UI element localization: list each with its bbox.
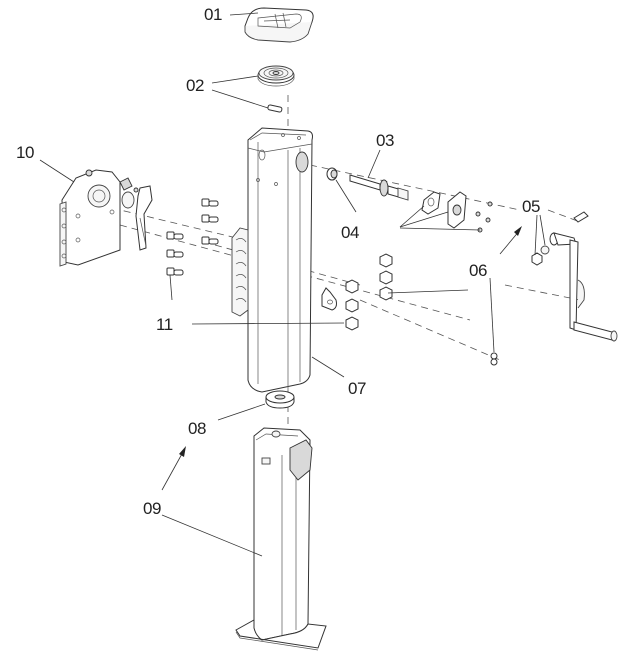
- part-04-plate-1[interactable]: [421, 191, 441, 215]
- part-05-fasteners[interactable]: [531, 211, 589, 266]
- part-04-screws[interactable]: [475, 201, 493, 233]
- label-09: 09: [143, 499, 161, 518]
- label-02: 02: [186, 76, 204, 95]
- part-04-plate-2[interactable]: [447, 191, 467, 229]
- part-11-bolts[interactable]: [166, 198, 219, 276]
- part-labels: 01 02 03 04 05 06 07 08 09 10 11: [16, 5, 540, 518]
- arrow-head-icon: [514, 226, 522, 236]
- label-11: 11: [156, 315, 173, 334]
- label-03: 03: [376, 131, 394, 150]
- part-02-bearing[interactable]: [257, 65, 295, 87]
- part-11-tab-bracket: [321, 287, 337, 311]
- assembly-arrows: [161, 226, 522, 491]
- leader-lines: [39, 12, 546, 557]
- part-02-pin[interactable]: [267, 104, 283, 113]
- part-10-bracket[interactable]: [59, 169, 121, 267]
- part-07-outer-tube[interactable]: [247, 127, 313, 393]
- part-01-top-cap[interactable]: [244, 7, 314, 43]
- label-08: 08: [188, 419, 206, 438]
- label-01: 01: [204, 5, 222, 24]
- part-08-washer[interactable]: [265, 390, 295, 409]
- part-04-bushing[interactable]: [326, 167, 338, 181]
- assembly-axes: [111, 95, 581, 430]
- label-07: 07: [348, 379, 366, 398]
- part-03-drive-shaft[interactable]: [349, 174, 409, 201]
- label-06: 06: [469, 261, 487, 280]
- part-07-rack-plate: [231, 227, 249, 317]
- part-09-inner-leg[interactable]: [235, 427, 327, 651]
- label-05: 05: [522, 197, 540, 216]
- label-10: 10: [16, 143, 34, 162]
- part-10-lever[interactable]: [119, 177, 153, 251]
- part-11-nuts[interactable]: [345, 253, 393, 331]
- part-06-clip[interactable]: [490, 352, 498, 366]
- arrow-head-icon: [179, 446, 186, 457]
- part-06-crank-handle[interactable]: [549, 232, 618, 342]
- label-04: 04: [341, 223, 359, 242]
